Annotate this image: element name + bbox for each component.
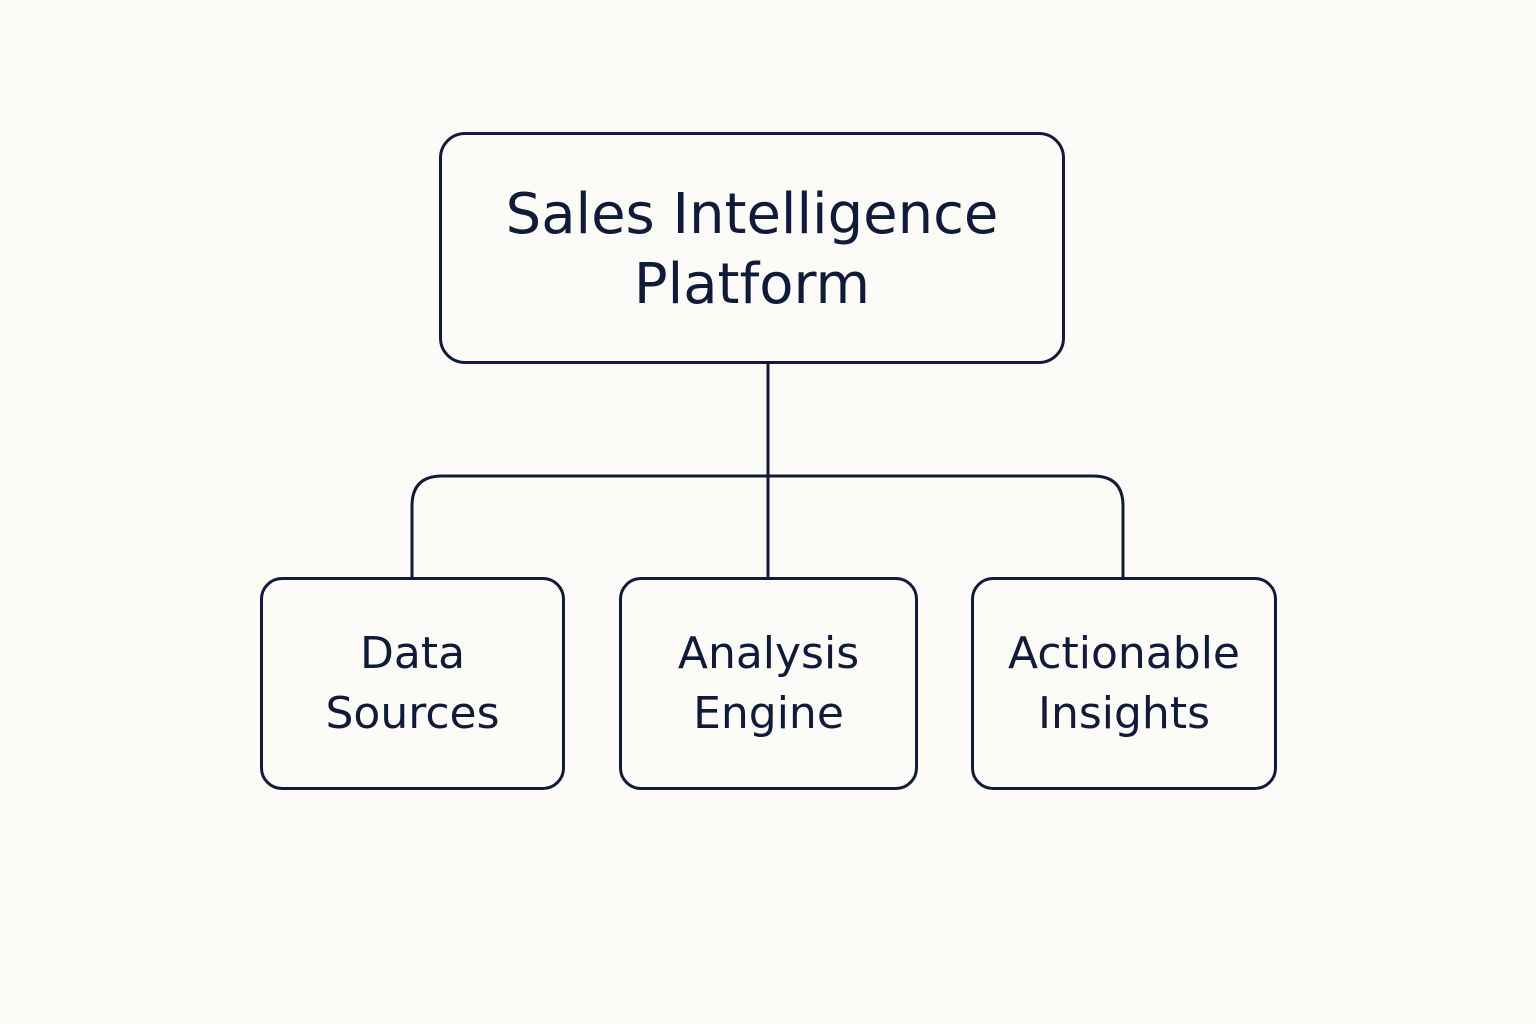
- node-data-sources-line-1: Data: [359, 627, 466, 679]
- node-actionable-insights-line-2: Insights: [1037, 687, 1210, 739]
- node-root-line-1: Sales Intelligence: [505, 182, 999, 247]
- node-data-sources-line-2: Sources: [325, 687, 500, 739]
- node-data-sources: Data Sources: [260, 577, 565, 790]
- node-actionable-insights-line-1: Actionable: [1008, 627, 1240, 679]
- connector-horizontal-bus: [410, 474, 1125, 577]
- node-analysis-engine-line-1: Analysis: [677, 627, 860, 679]
- node-sales-intelligence-platform: Sales Intelligence Platform: [439, 132, 1065, 364]
- node-root-line-2: Platform: [633, 252, 871, 317]
- node-analysis-engine: Analysis Engine: [619, 577, 918, 790]
- node-analysis-engine-line-2: Engine: [693, 687, 844, 739]
- node-actionable-insights: Actionable Insights: [971, 577, 1277, 790]
